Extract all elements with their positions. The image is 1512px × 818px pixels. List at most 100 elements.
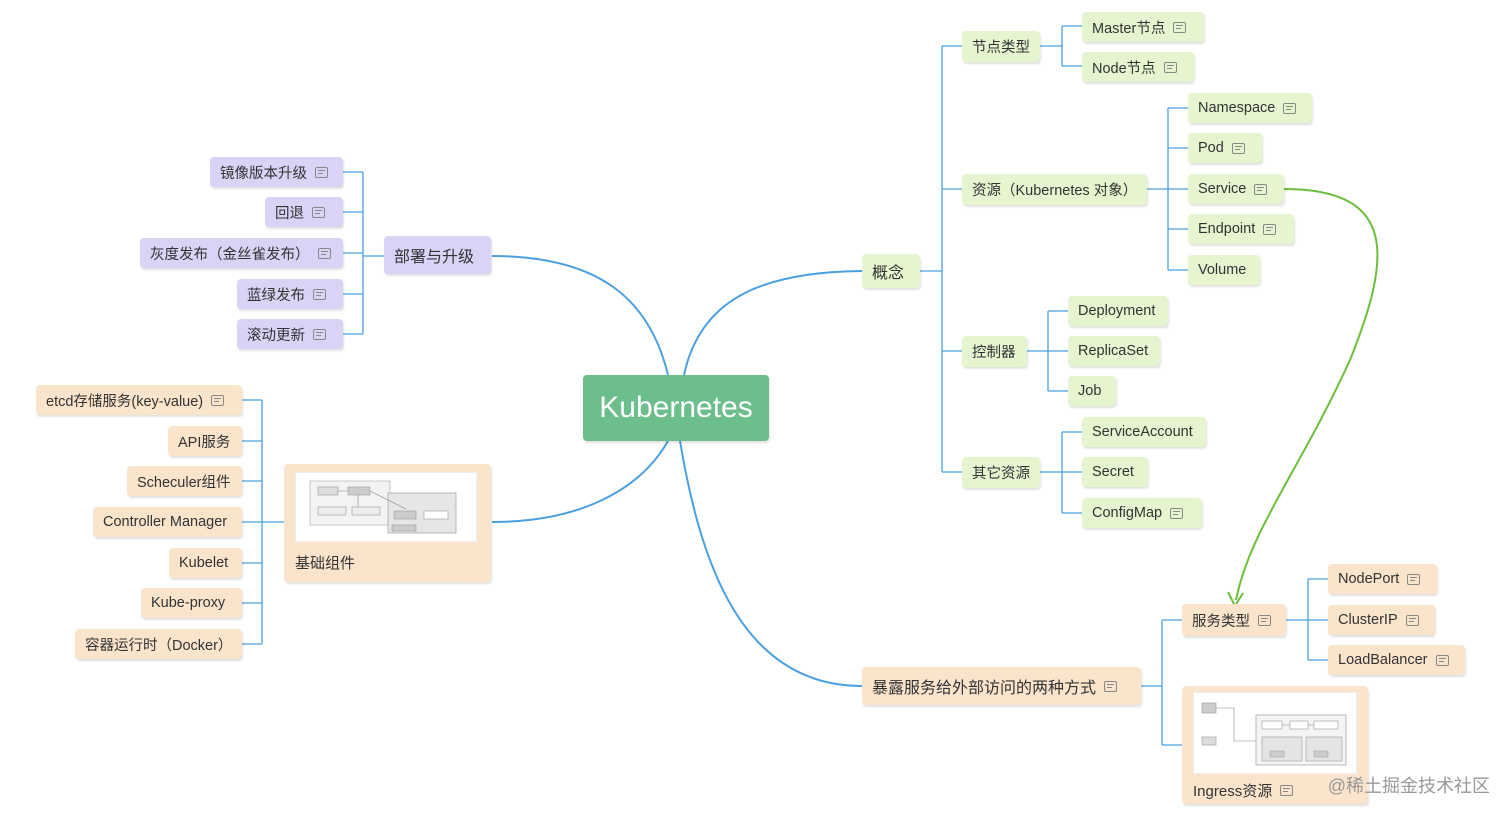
deploy-item-label: 镜像版本升级 <box>220 165 307 182</box>
endpoint-label: Endpoint <box>1198 221 1256 237</box>
note-icon <box>1170 507 1184 519</box>
note-icon <box>1231 142 1245 154</box>
deploy-item-label: 滚动更新 <box>247 327 305 344</box>
deploy-item-canary[interactable]: 灰度发布（金丝雀发布） <box>140 238 343 268</box>
controllers-label: 控制器 <box>972 345 1016 361</box>
pod-label: Pod <box>1198 140 1224 156</box>
components-label: 基础组件 <box>295 555 356 572</box>
deploy-node[interactable]: 部署与升级 <box>384 236 491 274</box>
node-types-node[interactable]: 节点类型 <box>962 31 1040 62</box>
clusterip-item[interactable]: ClusterIP <box>1328 605 1435 635</box>
expose-node[interactable]: 暴露服务给外部访问的两种方式 <box>862 667 1141 705</box>
architecture-diagram-image <box>309 480 457 534</box>
node-node-item[interactable]: Node节点 <box>1082 52 1194 82</box>
resources-node[interactable]: 资源（Kubernetes 对象） <box>962 174 1147 205</box>
secret-label: Secret <box>1092 464 1134 480</box>
deploy-item-bluegreen[interactable]: 蓝绿发布 <box>237 279 343 309</box>
namespace-item[interactable]: Namespace <box>1188 93 1312 123</box>
note-icon <box>1104 680 1118 692</box>
note-icon <box>1258 614 1271 626</box>
service-item[interactable]: Service <box>1188 174 1284 204</box>
note-icon <box>1435 654 1449 666</box>
configmap-label: ConfigMap <box>1092 505 1163 521</box>
loadbalancer-label: LoadBalancer <box>1338 652 1428 668</box>
component-label: API服务 <box>178 434 231 451</box>
watermark: @稀土掘金技术社区 <box>1327 776 1490 796</box>
note-icon <box>313 328 326 340</box>
other-resources-label: 其它资源 <box>972 466 1030 482</box>
note-icon <box>1283 102 1297 114</box>
component-api[interactable]: API服务 <box>168 426 242 456</box>
note-icon <box>315 166 328 178</box>
master-node-item[interactable]: Master节点 <box>1082 12 1204 42</box>
component-container-runtime[interactable]: 容器运行时（Docker） <box>75 629 242 659</box>
job-label: Job <box>1078 383 1102 399</box>
component-label: etcd存储服务(key-value) <box>46 393 204 410</box>
component-label: 容器运行时（Docker） <box>85 637 233 654</box>
components-node[interactable]: 基础组件 <box>284 464 491 582</box>
nodeport-label: NodePort <box>1338 571 1400 587</box>
nodeport-item[interactable]: NodePort <box>1328 564 1437 594</box>
serviceaccount-item[interactable]: ServiceAccount <box>1082 417 1206 447</box>
deploy-item-label: 灰度发布（金丝雀发布） <box>150 246 310 263</box>
node-node-label: Node节点 <box>1092 60 1156 77</box>
volume-item[interactable]: Volume <box>1188 255 1260 285</box>
concept-label: 概念 <box>872 265 905 282</box>
root-node[interactable]: Kubernetes <box>583 375 769 441</box>
component-label: Controller Manager <box>103 514 228 530</box>
secret-item[interactable]: Secret <box>1082 457 1148 487</box>
note-icon <box>1407 573 1421 585</box>
note-icon <box>1405 614 1419 626</box>
component-etcd[interactable]: etcd存储服务(key-value) <box>36 385 242 415</box>
deploy-item-rollback[interactable]: 回退 <box>265 197 343 227</box>
deployment-item[interactable]: Deployment <box>1068 296 1168 326</box>
component-kubelet[interactable]: Kubelet <box>169 548 242 578</box>
service-types-label: 服务类型 <box>1192 613 1250 630</box>
component-scheduler[interactable]: Scheculer组件 <box>127 466 242 496</box>
loadbalancer-item[interactable]: LoadBalancer <box>1328 645 1465 675</box>
ingress-node[interactable]: Ingress资源 <box>1182 686 1368 804</box>
ingress-label-row: Ingress资源 <box>1193 780 1294 801</box>
note-icon <box>1254 183 1268 195</box>
expose-label: 暴露服务给外部访问的两种方式 <box>872 680 1097 697</box>
job-item[interactable]: Job <box>1068 376 1116 406</box>
node-types-label: 节点类型 <box>972 40 1030 56</box>
controllers-node[interactable]: 控制器 <box>962 336 1027 367</box>
deploy-item-label: 回退 <box>275 205 304 222</box>
namespace-label: Namespace <box>1198 100 1276 116</box>
service-types-node[interactable]: 服务类型 <box>1182 604 1286 636</box>
deploy-item-label: 蓝绿发布 <box>247 287 305 304</box>
clusterip-label: ClusterIP <box>1338 612 1398 628</box>
serviceaccount-label: ServiceAccount <box>1092 424 1193 440</box>
note-icon <box>313 288 326 300</box>
volume-label: Volume <box>1198 262 1247 278</box>
service-label: Service <box>1198 181 1247 197</box>
deploy-label: 部署与升级 <box>394 249 475 266</box>
note-icon <box>1263 223 1277 235</box>
deploy-item-rolling[interactable]: 滚动更新 <box>237 319 343 349</box>
pod-item[interactable]: Pod <box>1188 133 1262 163</box>
component-kube-proxy[interactable]: Kube-proxy <box>141 588 242 618</box>
component-label: Kube-proxy <box>151 595 226 611</box>
note-icon <box>1173 21 1187 33</box>
deployment-label: Deployment <box>1078 303 1156 319</box>
resources-label: 资源（Kubernetes 对象） <box>972 183 1138 199</box>
note-icon <box>211 394 225 406</box>
ingress-label: Ingress资源 <box>1193 783 1273 800</box>
note-icon <box>1163 61 1177 73</box>
note-icon <box>1280 785 1294 796</box>
component-controller-manager[interactable]: Controller Manager <box>93 507 242 537</box>
replicaset-item[interactable]: ReplicaSet <box>1068 336 1160 366</box>
components-label-row: 基础组件 <box>295 552 355 573</box>
configmap-item[interactable]: ConfigMap <box>1082 498 1202 528</box>
replicaset-label: ReplicaSet <box>1078 343 1149 359</box>
other-resources-node[interactable]: 其它资源 <box>962 457 1040 488</box>
concept-node[interactable]: 概念 <box>862 254 920 288</box>
endpoint-item[interactable]: Endpoint <box>1188 214 1294 244</box>
component-label: Scheculer组件 <box>137 474 231 491</box>
note-icon <box>312 206 325 218</box>
ingress-thumbnail <box>1193 692 1357 774</box>
deploy-item-upgrade[interactable]: 镜像版本升级 <box>210 157 343 187</box>
architecture-thumbnail <box>295 472 477 542</box>
ingress-diagram-image <box>1201 702 1347 766</box>
